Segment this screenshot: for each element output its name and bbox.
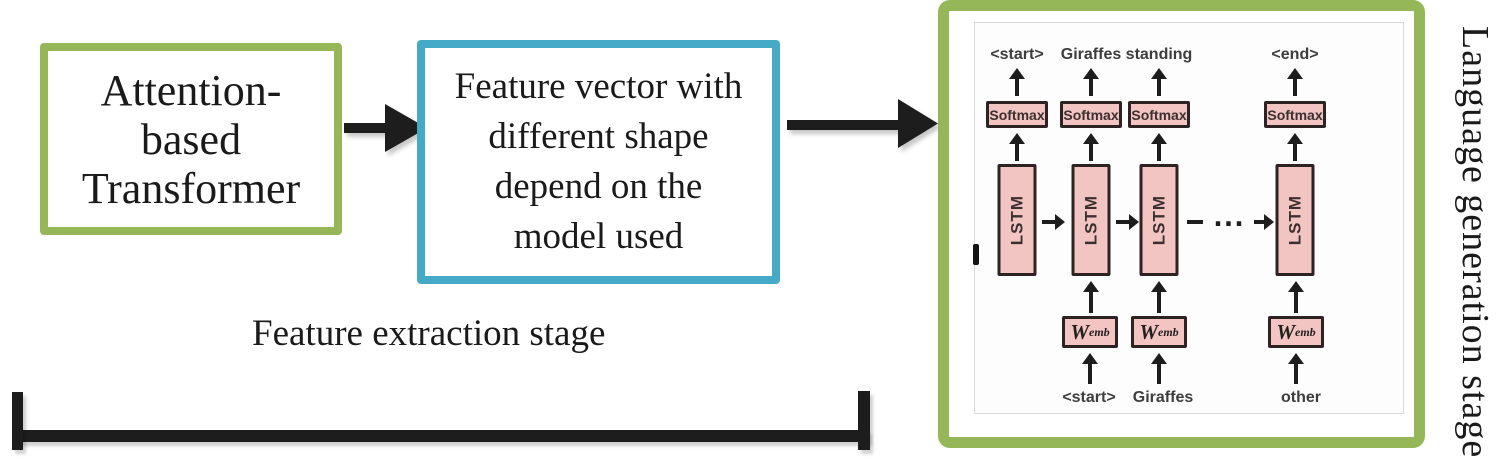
- top-word-giraffes: Giraffes: [1060, 46, 1122, 63]
- arrow-right-icon: [1116, 220, 1129, 224]
- softmax-box: Softmax: [986, 101, 1048, 128]
- arrow-up-icon: [1157, 292, 1161, 313]
- softmax-box: Softmax: [1060, 101, 1122, 128]
- arrow-feature-to-lstm-icon: [787, 99, 938, 148]
- arrow-up-icon: [1294, 364, 1298, 384]
- language-generation-box: <start> Giraffes standing <end> Softmax …: [938, 0, 1425, 448]
- continuation-dash: [1187, 220, 1203, 224]
- arrow-up-icon: [1293, 144, 1297, 161]
- transformer-box-line: Attention-: [100, 65, 282, 115]
- transformer-box-line: based: [140, 114, 242, 164]
- feature-extraction-stage-label: Feature extraction stage: [252, 313, 606, 354]
- feature-vector-line: depend on the: [494, 166, 703, 207]
- stage-span-bracket-bar: [12, 430, 869, 442]
- arrow-up-icon: [1089, 292, 1093, 313]
- bottom-word-giraffes: Giraffes: [1132, 389, 1194, 406]
- feature-vector-line: model used: [513, 216, 684, 257]
- arrow-up-icon: [1089, 79, 1093, 96]
- softmax-box: Softmax: [1264, 101, 1326, 128]
- feature-vector-line: different shape: [488, 116, 709, 157]
- top-word-start: <start>: [990, 46, 1044, 63]
- arrow-up-icon: [1015, 144, 1019, 161]
- arrow-up-icon: [1293, 79, 1297, 96]
- arrow-up-icon: [1089, 144, 1093, 161]
- top-word-end: <end>: [1271, 46, 1319, 63]
- arrow-up-icon: [1157, 364, 1161, 384]
- arrow-up-icon: [1294, 292, 1298, 313]
- lstm-box: LSTM: [1071, 164, 1111, 276]
- stage-span-bracket-left-cap: [12, 392, 23, 450]
- arrow-transformer-to-feature-icon: [344, 104, 427, 152]
- softmax-box: Softmax: [1128, 101, 1190, 128]
- arrow-up-icon: [1157, 144, 1161, 161]
- lstm-box: LSTM: [997, 164, 1037, 276]
- lstm-diagram-panel: <start> Giraffes standing <end> Softmax …: [973, 22, 1404, 414]
- arrow-right-icon: [1254, 220, 1264, 224]
- feature-vector-box: Feature vector with different shape depe…: [417, 40, 780, 284]
- lstm-box: LSTM: [1139, 164, 1179, 276]
- ellipsis: ...: [1213, 203, 1245, 232]
- arrow-up-icon: [1088, 364, 1092, 384]
- image-edge-artifact: [973, 244, 979, 265]
- arrow-up-icon: [1015, 79, 1019, 96]
- transformer-box-line: Transformer: [81, 163, 301, 213]
- lstm-box: LSTM: [1275, 164, 1315, 276]
- feature-vector-line: Feature vector with: [454, 66, 743, 107]
- bottom-word-start: <start>: [1062, 389, 1116, 406]
- arrow-up-icon: [1157, 79, 1161, 96]
- stage-span-bracket-right-cap: [858, 391, 870, 450]
- transformer-box: Attention- based Transformer: [40, 43, 342, 235]
- language-generation-stage-label: Language generation stage: [1454, 26, 1496, 459]
- bottom-word-other: other: [1281, 389, 1321, 406]
- top-word-standing: standing: [1125, 46, 1193, 63]
- arrow-right-icon: [1042, 220, 1055, 224]
